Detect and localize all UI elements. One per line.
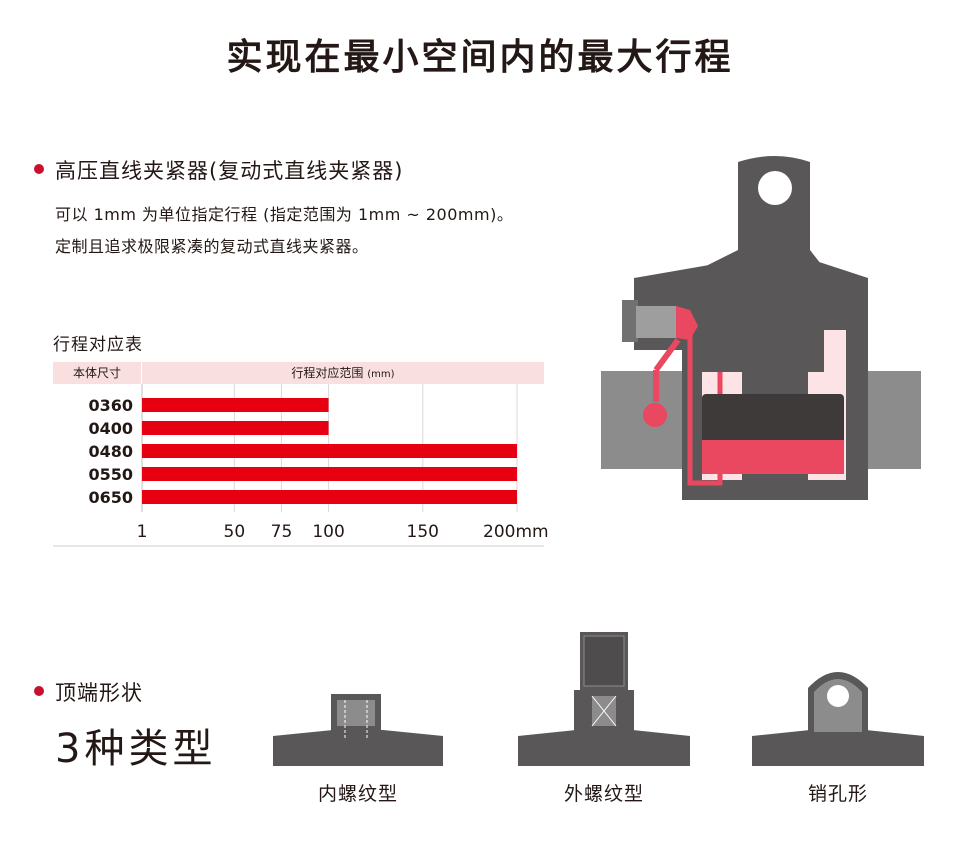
port-pipe: [653, 338, 681, 372]
piston-rod: [702, 156, 824, 372]
right-side-block: [865, 371, 921, 469]
chart-category-label: 0360: [88, 396, 133, 415]
chart-category-label: 0400: [88, 419, 133, 438]
port-ball: [643, 403, 667, 427]
tip-type-label: 内螺纹型: [317, 783, 398, 805]
bullet-icon: [34, 164, 44, 174]
tip-type-label: 外螺纹型: [563, 783, 644, 805]
chart-bar: [142, 467, 517, 481]
chart-tick-label: 100: [312, 522, 344, 542]
chart-tick-label: 150: [407, 522, 439, 542]
chart-tick-label: 50: [224, 522, 246, 542]
left-side-block: [601, 371, 684, 469]
chart-tick-label: 75: [271, 522, 293, 542]
chart-bar: [142, 421, 329, 435]
column-header-stroke-range-label: 行程对应范围: [291, 366, 364, 380]
port-fitting: [636, 306, 676, 338]
rod-hole: [758, 171, 792, 205]
piston-chamber-pink: [702, 440, 844, 474]
description-line-1: 可以 1mm 为单位指定行程 (指定范围为 1mm ~ 200mm)。: [55, 205, 514, 224]
clamp-cross-section-illustration: [601, 156, 921, 500]
page-title: 实现在最小空间内的最大行程: [226, 37, 734, 78]
section-heading-tip-shape: 顶端形状: [55, 681, 143, 705]
bullet-icon: [34, 686, 44, 696]
port-fitting-cap: [622, 300, 638, 342]
pin-hole-tip-icon: [752, 672, 924, 766]
chart-category-label: 0650: [88, 488, 133, 507]
table-title: 行程对应表: [53, 335, 143, 355]
chart-tick-label: 200mm: [483, 522, 549, 542]
column-header-stroke-range: 行程对应范围 (mm): [142, 362, 544, 384]
section-subheading-types: 3种类型: [55, 726, 217, 772]
section-heading-clamp: 高压直线夹紧器(复动式直线夹紧器): [55, 159, 404, 183]
chart-bar: [142, 444, 517, 458]
male-thread-tip-icon: [518, 632, 690, 766]
port-elbow: [676, 306, 698, 340]
table-header-separator: [141, 362, 142, 384]
chart-bar: [142, 398, 329, 412]
chart-category-label: 0480: [88, 442, 133, 461]
description-line-2: 定制且追求极限紧凑的复动式直线夹紧器。: [55, 237, 369, 256]
column-header-unit: (mm): [367, 369, 395, 380]
female-thread-tip-icon: [273, 694, 443, 766]
chart-category-label: 0550: [88, 465, 133, 484]
tip-type-label: 销孔形: [807, 783, 868, 805]
chart-bar: [142, 490, 517, 504]
table-header-band: [53, 362, 544, 384]
chart-tick-label: 1: [137, 522, 148, 542]
column-header-body-size: 本体尺寸: [72, 366, 121, 380]
